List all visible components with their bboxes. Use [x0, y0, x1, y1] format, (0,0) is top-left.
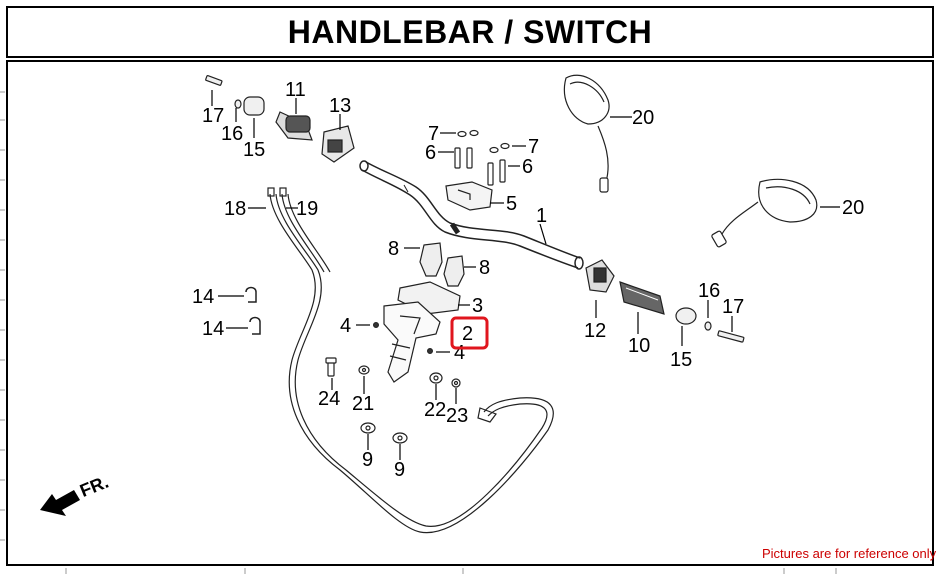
callout-17-left: 17 — [202, 105, 224, 127]
callout-labels: 17 16 15 11 13 7 6 7 6 5 1 8 8 3 4 4 24 … — [192, 79, 864, 481]
direction-label: FR. — [77, 472, 111, 501]
margin-ticks — [0, 91, 837, 574]
callout-14-upper: 14 — [192, 286, 214, 308]
highlight-part-2[interactable]: 2 — [450, 316, 489, 350]
callout-9-left: 9 — [362, 449, 373, 471]
handlebar-clamp-upper — [445, 181, 493, 211]
disclaimer-text: Pictures are for reference only — [762, 546, 937, 561]
callout-7-left: 7 — [428, 123, 439, 145]
callout-21: 21 — [352, 393, 374, 415]
mirrors — [563, 74, 818, 248]
callout-8-right: 8 — [479, 257, 490, 279]
throttle-cables — [267, 187, 554, 534]
callout-14-lower: 14 — [202, 318, 224, 340]
callout-8-left: 8 — [388, 238, 399, 260]
front-direction-arrow: FR. — [40, 472, 111, 516]
handlebar-bracket — [383, 301, 441, 383]
callout-13: 13 — [329, 95, 351, 117]
callout-15-left: 15 — [243, 139, 265, 161]
mount-hardware — [325, 357, 461, 444]
arrow-icon — [40, 490, 80, 516]
callout-15-right: 15 — [670, 349, 692, 371]
callout-6-left: 6 — [425, 142, 436, 164]
page-title: HANDLEBAR / SWITCH — [287, 13, 653, 50]
callout-7-right: 7 — [528, 136, 539, 158]
leader-lines — [211, 90, 840, 460]
callout-12: 12 — [584, 320, 606, 342]
callout-5: 5 — [506, 193, 517, 215]
callout-10: 10 — [628, 335, 650, 357]
callout-23: 23 — [446, 405, 468, 427]
left-controls — [205, 75, 355, 163]
callout-2: 2 — [462, 323, 473, 345]
callout-16-left: 16 — [221, 123, 243, 145]
callout-9-right: 9 — [394, 459, 405, 481]
callout-6-right: 6 — [522, 156, 533, 178]
handlebar-holders — [419, 242, 465, 287]
callout-4-right: 4 — [454, 342, 465, 364]
title-bar: HANDLEBAR / SWITCH — [6, 6, 934, 58]
right-controls — [585, 259, 745, 343]
bracket-screws — [373, 322, 433, 354]
handlebar-part — [359, 160, 584, 270]
highlight-box — [450, 316, 489, 350]
callout-17-right: 17 — [722, 296, 744, 318]
callout-3: 3 — [472, 295, 483, 317]
cable-clips — [245, 286, 261, 335]
callout-24: 24 — [318, 388, 340, 410]
callout-1: 1 — [536, 205, 547, 227]
diagram-frame — [6, 60, 934, 566]
callout-20-lower: 20 — [842, 197, 864, 219]
callout-4-left: 4 — [340, 315, 351, 337]
callout-19: 19 — [296, 198, 318, 220]
callout-22: 22 — [424, 399, 446, 421]
callout-11: 11 — [285, 79, 306, 101]
callout-20-upper: 20 — [632, 107, 654, 129]
callout-16-right: 16 — [698, 280, 720, 302]
callout-18: 18 — [224, 198, 246, 220]
clamp-bolts — [454, 129, 510, 186]
